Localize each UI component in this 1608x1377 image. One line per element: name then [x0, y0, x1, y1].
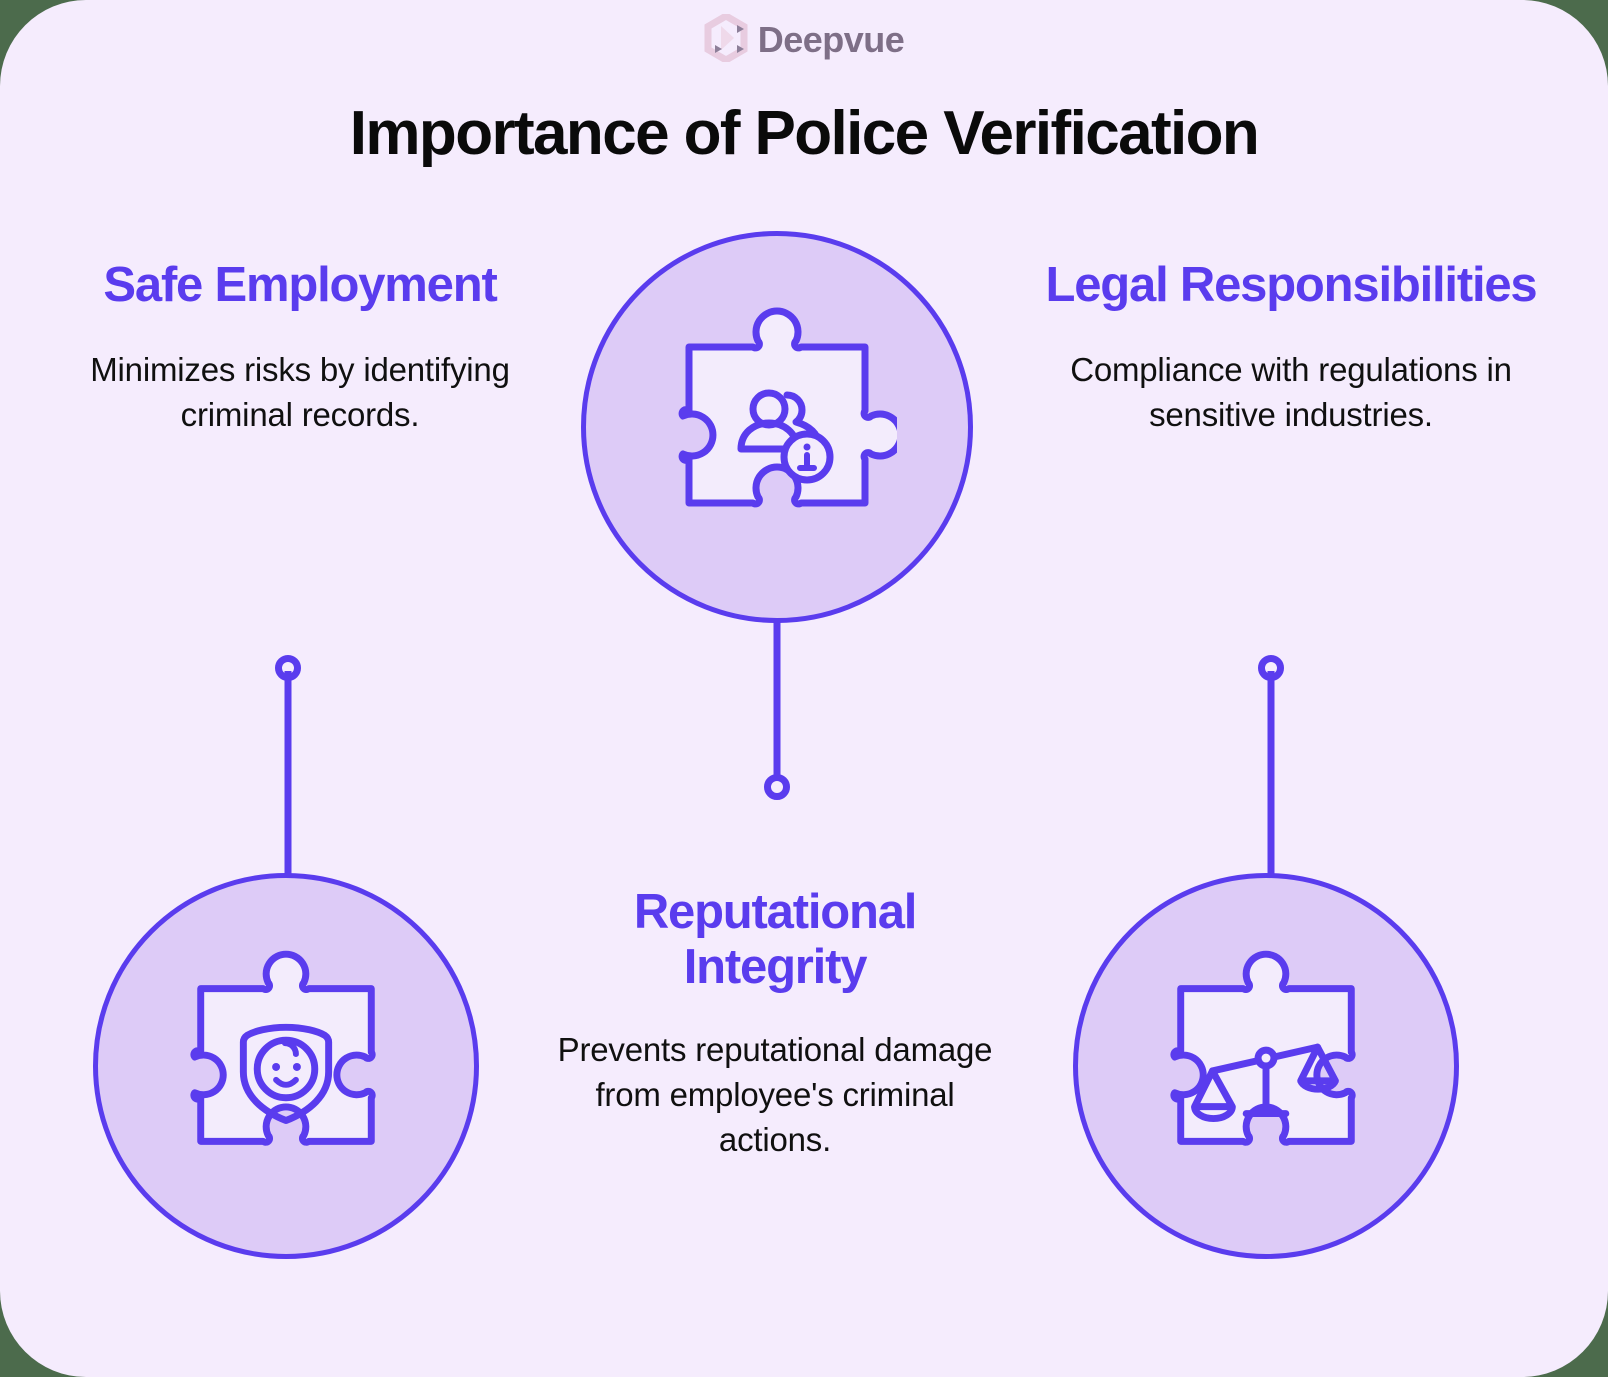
node-body-legal-responsibilities: Compliance with regulations in sensitive…	[1070, 350, 1512, 434]
puzzle-piece-people-info-icon	[657, 305, 905, 550]
icon-circle-safe-employment	[93, 873, 479, 1259]
icon-circle-reputational-integrity	[581, 231, 973, 623]
node-text-legal-responsibilities: Legal Responsibilities Compliance with r…	[1036, 258, 1546, 437]
node-body-reputational-integrity: Prevents reputational damage from employ…	[557, 1030, 993, 1159]
connector-line-center	[764, 620, 790, 800]
node-heading-safe-employment: Safe Employment	[103, 258, 497, 312]
connector-stem	[773, 620, 781, 780]
connector-endpoint-ring	[764, 774, 790, 800]
brand-name: Deepvue	[757, 19, 905, 60]
connector-line-right	[1258, 655, 1284, 887]
connector-line-left	[275, 655, 301, 887]
deepvue-hexagon-logo-icon	[704, 11, 748, 67]
puzzle-piece-scales-of-justice-icon	[1147, 945, 1385, 1188]
connector-stem	[1267, 671, 1275, 887]
node-heading-legal-responsibilities: Legal Responsibilities	[1045, 258, 1538, 312]
icon-circle-legal-responsibilities	[1073, 873, 1459, 1259]
node-text-safe-employment: Safe Employment Minimizes risks by ident…	[62, 258, 538, 437]
puzzle-piece-shield-baby-icon	[167, 945, 405, 1188]
brand-logo: Deepvue	[0, 11, 1608, 67]
page-title: Importance of Police Verification	[349, 99, 1260, 168]
connector-stem	[284, 671, 292, 887]
node-body-safe-employment: Minimizes risks by identifying criminal …	[90, 350, 510, 434]
node-heading-reputational-integrity: Reputational Integrity	[633, 885, 918, 994]
node-text-reputational-integrity: Reputational Integrity Prevents reputati…	[540, 885, 1010, 1162]
